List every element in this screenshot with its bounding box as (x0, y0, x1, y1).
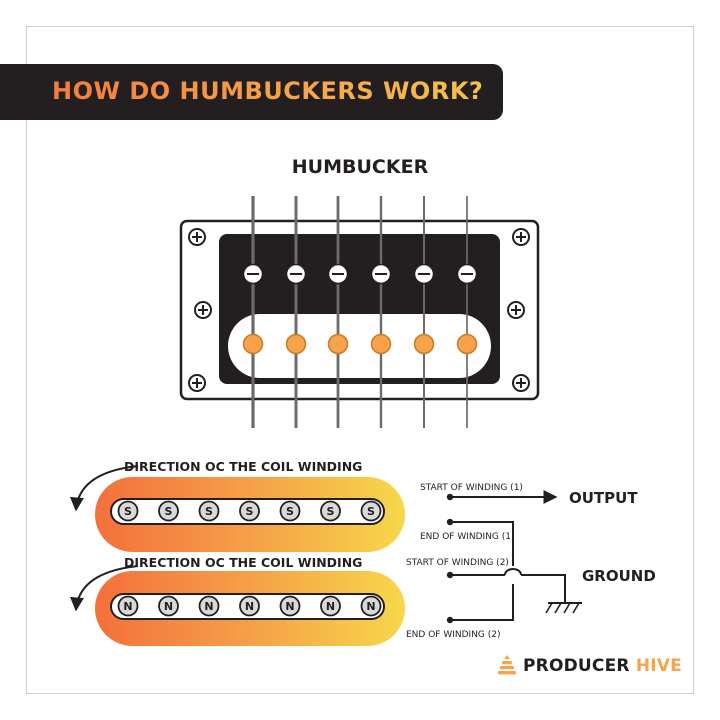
coil-pole-piece: S (360, 500, 382, 522)
coil-pole-piece: N (279, 595, 301, 617)
pickup-screw-pole (327, 263, 349, 285)
coil-1-direction-label: DIRECTION OC THE COIL WINDING (124, 459, 362, 474)
screw-icon (507, 301, 525, 319)
end-winding-2-node (446, 616, 454, 624)
end-winding-2-wire (450, 584, 514, 621)
end-winding-1-label: END OF WINDING (1) (420, 532, 515, 542)
screw-icon (194, 301, 212, 319)
pole-letter: S (205, 505, 213, 518)
pole-letter: N (123, 600, 132, 613)
coil-pole-piece: S (117, 500, 139, 522)
frame-border (26, 26, 694, 694)
pole-letter: S (286, 505, 294, 518)
start-winding-2-label: START OF WINDING (2) (406, 558, 509, 568)
pickup-screw-pole (370, 263, 392, 285)
coil-pole-piece: S (279, 500, 301, 522)
brand-logo: PRODUCER HIVE (497, 651, 682, 681)
pole-letter: S (327, 505, 335, 518)
pickup-screw-pole (413, 263, 435, 285)
coil-2-direction-arrow (69, 565, 139, 612)
coil-pole-piece: N (239, 595, 260, 617)
brand-name-part1: PRODUCER (523, 656, 630, 676)
coil-2-direction-label: DIRECTION OC THE COIL WINDING (124, 555, 362, 570)
coil-pole-piece: S (158, 500, 179, 522)
pole-letter: S (124, 505, 132, 518)
hive-stack-icon (498, 655, 516, 675)
screw-icon (188, 228, 206, 246)
pickup-screw-pole (456, 263, 478, 285)
pickup-slug-pole (242, 333, 264, 355)
mounting-screws (188, 228, 530, 392)
start-winding-1-node (446, 493, 454, 501)
pickup-screw-pole (242, 263, 264, 285)
pole-letter: S (246, 505, 254, 518)
coil-pole-piece: N (117, 595, 139, 617)
pickup-bobbin-cream (228, 314, 491, 378)
coil-pole-piece: N (198, 595, 220, 617)
pickup-screw-pole (285, 263, 307, 285)
coil-pole-piece: S (198, 500, 220, 522)
pole-letter: N (366, 600, 375, 613)
pole-letter: S (165, 505, 173, 518)
pickup-slug-pole (456, 333, 478, 355)
ground-label: GROUND (582, 567, 656, 585)
pickup-pole-pieces (242, 263, 478, 355)
ground-wire (521, 574, 566, 603)
guitar-strings (251, 196, 468, 428)
pole-letter: N (326, 600, 335, 613)
start-winding-2-node (446, 571, 454, 579)
pickup-slug-pole (370, 333, 392, 355)
coil-pole-piece: S (320, 500, 341, 522)
pole-letter: N (204, 600, 213, 613)
screw-icon (188, 374, 206, 392)
start-winding-1-label: START OF WINDING (1) (420, 483, 523, 493)
page-title: HOW DO HUMBUCKERS WORK? (52, 73, 483, 109)
brand-name: PRODUCER HIVE (523, 656, 682, 676)
coil-pole-piece: N (360, 595, 382, 617)
coil-1-direction-arrow (69, 465, 139, 512)
pole-letter: N (245, 600, 254, 613)
coil-pole-piece: S (239, 500, 260, 522)
screw-icon (512, 228, 530, 246)
end-winding-1-node (446, 518, 454, 526)
pole-letter: N (164, 600, 173, 613)
humbucker-label: HUMBUCKER (292, 156, 429, 178)
wire-crossover-hop (504, 568, 522, 576)
pickup-slug-pole (285, 333, 307, 355)
end-winding-2-label: END OF WINDING (2) (406, 630, 501, 640)
output-label: OUTPUT (569, 489, 638, 507)
pole-letter: S (367, 505, 375, 518)
coil-pole-piece: N (158, 595, 179, 617)
pickup-slug-pole (327, 333, 349, 355)
pickup-slug-pole (413, 333, 435, 355)
pole-letter: N (285, 600, 294, 613)
series-link-wire (450, 521, 514, 566)
ground-symbol-icon (545, 602, 582, 614)
title-banner (0, 64, 503, 120)
coil-pole-piece: N (320, 595, 341, 617)
screw-icon (512, 374, 530, 392)
brand-name-part2: HIVE (635, 656, 682, 676)
